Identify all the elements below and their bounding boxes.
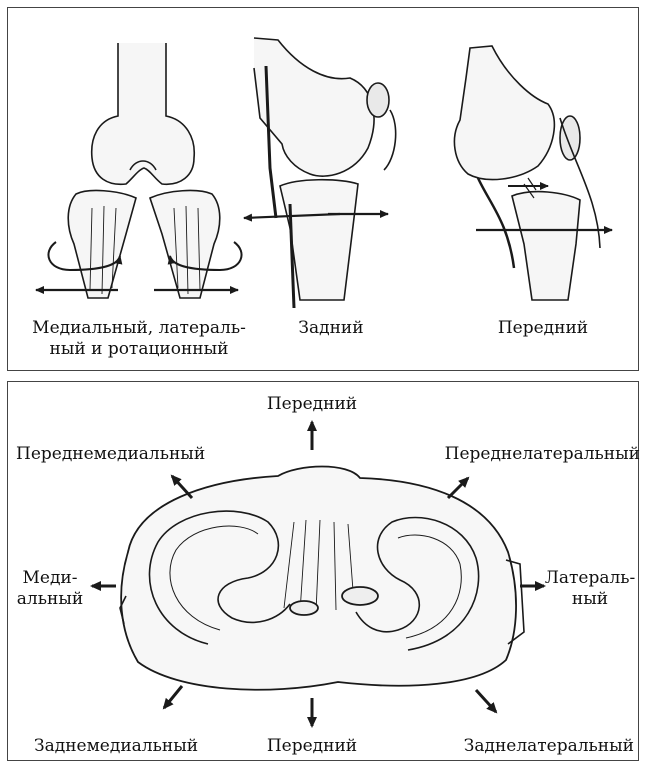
view-label-anterior: Передний — [478, 318, 608, 339]
label-line: альный — [10, 589, 90, 610]
frontal-knee-drawing — [36, 43, 242, 298]
plateau-outline — [121, 467, 516, 690]
label-line: ный — [542, 589, 638, 610]
direction-label-anterior: Передний — [252, 394, 372, 415]
instability-views-panel: Медиальный, латераль- ный и ротационный … — [7, 7, 639, 371]
knee-views-illustration — [8, 8, 638, 370]
label-line: Передний — [478, 318, 608, 339]
tibial-plateau-directions-panel: Передний Переднемедиальный Переднелатера… — [7, 381, 639, 761]
view-label-medial-lateral-rotational: Медиальный, латераль- ный и ротационный — [8, 318, 270, 360]
direction-label-posteromedial: Заднемедиальный — [34, 736, 198, 757]
label-line: Медиальный, латераль- — [8, 318, 270, 339]
direction-label-posterior: Передний — [252, 736, 372, 757]
direction-label-anterolateral: Переднелатеральный — [445, 444, 640, 465]
arrow-anteromedial — [172, 476, 192, 498]
posterior-view-drawing — [244, 38, 396, 308]
arrow-posterolateral — [476, 690, 496, 712]
direction-label-posterolateral: Заднелатеральный — [464, 736, 634, 757]
arrow-posteromedial — [164, 686, 182, 708]
label-line: Меди- — [10, 568, 90, 589]
label-line: ный и ротационный — [8, 339, 270, 360]
label-line: Латераль- — [542, 568, 638, 589]
anterior-view-drawing — [454, 46, 612, 300]
direction-label-lateral: Латераль- ный — [542, 568, 638, 610]
view-label-posterior: Задний — [276, 318, 386, 339]
arrow-anterolateral — [448, 478, 468, 498]
label-line: Задний — [276, 318, 386, 339]
direction-label-medial: Меди- альный — [10, 568, 90, 610]
direction-label-anteromedial: Переднемедиальный — [16, 444, 205, 465]
